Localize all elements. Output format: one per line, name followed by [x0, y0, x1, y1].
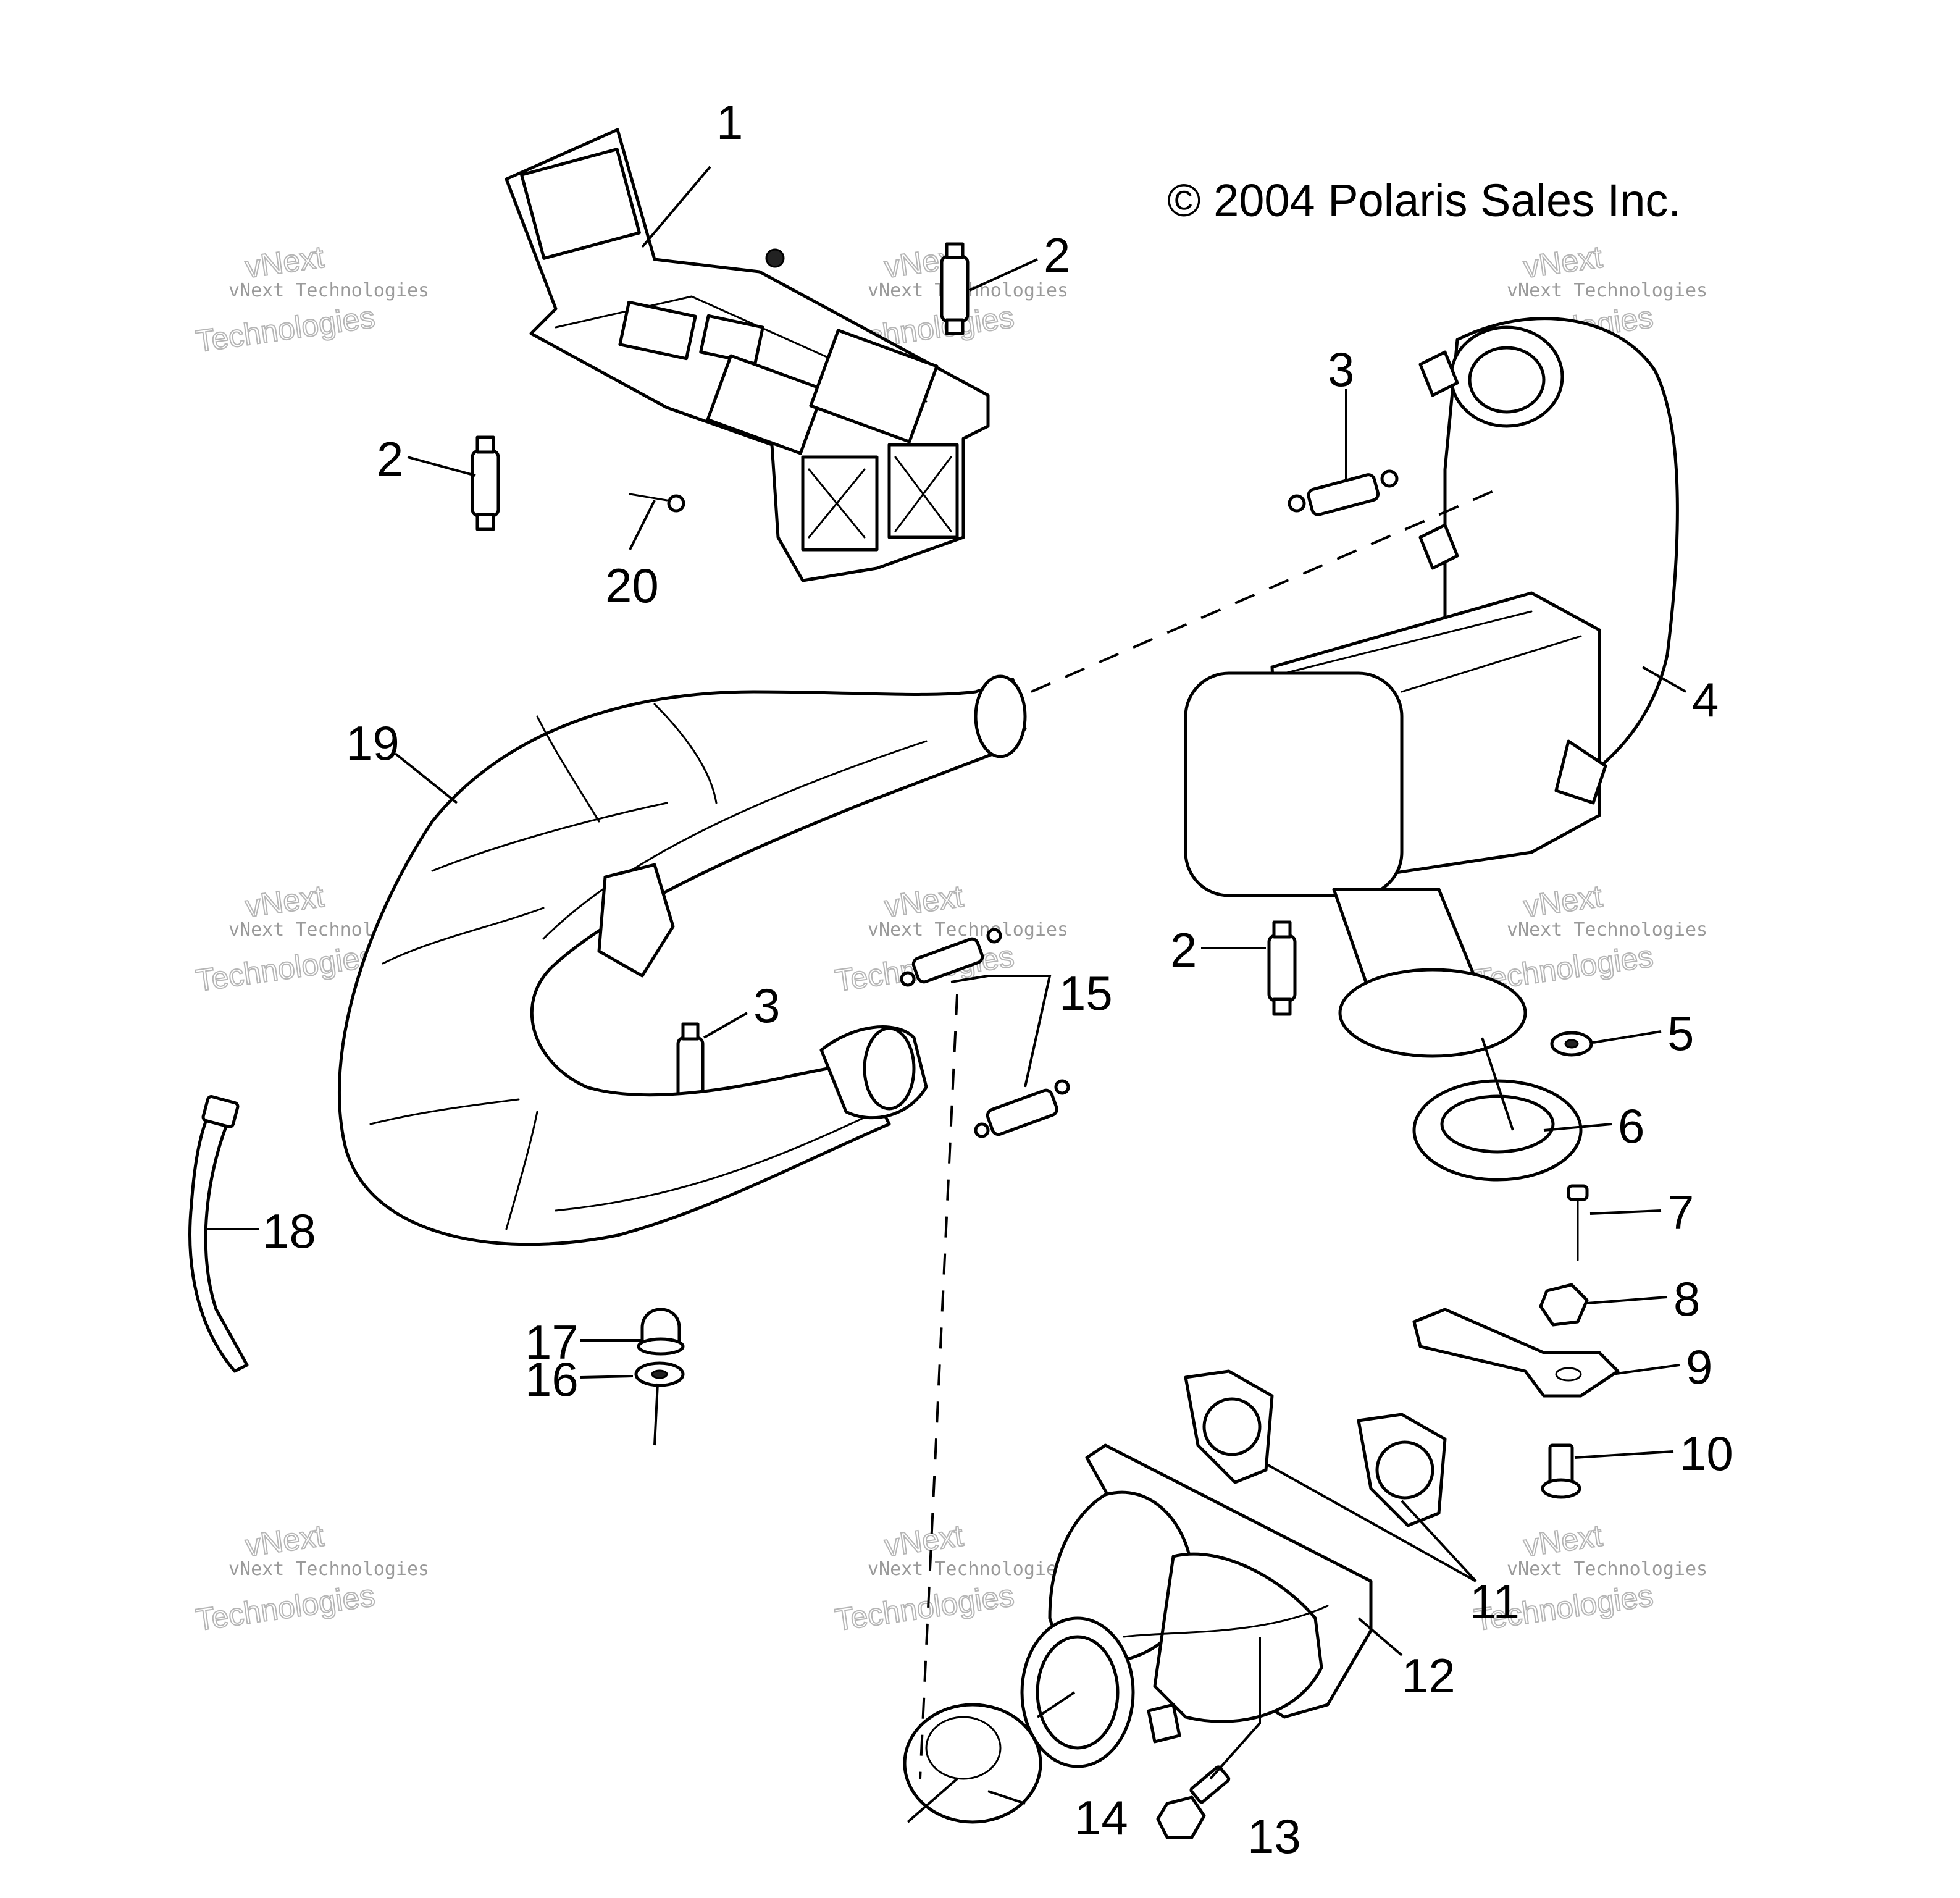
watermark-text: vNext [243, 240, 326, 285]
part-2-grommet-right [1267, 920, 1297, 1016]
connection-dash-lower [919, 994, 958, 1779]
part-13-bolt [1156, 1765, 1231, 1839]
callout-8: 8 [1673, 1272, 1700, 1326]
watermark-text: Technologies [833, 1578, 1016, 1637]
callout-14: 14 [1074, 1791, 1128, 1845]
callout-2-left: 2 [377, 432, 403, 486]
part-2-grommet-top [940, 242, 970, 335]
part-1-bracket [505, 128, 990, 582]
part-14-seal [903, 1703, 1042, 1824]
watermark-bottom-left: vNext Technologies vNext Technologies [193, 1518, 429, 1638]
watermark-text: vNext [1522, 1518, 1604, 1563]
part-15-spring-upper [900, 928, 1002, 987]
part-6-gasket [1412, 1079, 1583, 1182]
connection-dash-upper [1031, 487, 1501, 693]
callout-19: 19 [346, 716, 400, 770]
watermark-text: vNext Technologies [228, 1558, 429, 1580]
callout-1: 1 [716, 95, 743, 149]
copyright-text: © 2004 Polaris Sales Inc. [1167, 175, 1681, 226]
watermark-text: vNext Technologies [868, 919, 1068, 941]
part-10-bolt [1541, 1443, 1581, 1499]
part-17-cap [637, 1308, 685, 1356]
part-4-muffler [1184, 317, 1679, 1058]
callout-20: 20 [605, 558, 659, 613]
watermark-text: Technologies [194, 939, 377, 998]
callout-4: 4 [1692, 673, 1719, 727]
watermark-text: vNext Technologies [1507, 1558, 1707, 1580]
part-2-grommet-left [471, 435, 500, 531]
callout-3-center: 3 [753, 978, 780, 1033]
part-9-bracket [1412, 1308, 1620, 1398]
callout-18: 18 [262, 1204, 316, 1258]
watermark-text: vNext [243, 879, 326, 924]
callout-13: 13 [1247, 1809, 1301, 1863]
watermark-text: Technologies [194, 300, 377, 359]
watermark-text: vNext [1522, 240, 1604, 285]
callout-labels: 1 2 2 2 3 3 4 5 6 7 8 9 10 11 12 13 14 1… [262, 95, 1733, 1863]
watermark-text: vNext Technologies [228, 280, 429, 301]
leader-lines [204, 166, 1686, 1823]
watermark-mid-center: vNext Technologies vNext Technologies [832, 878, 1068, 999]
watermark-top-left: vNext Technologies vNext Technologies [193, 239, 429, 359]
watermark-mid-right: vNext Technologies vNext Technologies [1472, 878, 1707, 999]
watermark-bottom-center: vNext Technologies vNext Technologies [832, 1518, 1068, 1638]
watermark-text: vNext [1522, 879, 1604, 924]
callout-15: 15 [1059, 966, 1113, 1020]
watermark-text: vNext Technologies [868, 1558, 1068, 1580]
watermark-text: vNext Technologies [1507, 919, 1707, 941]
callout-3-top: 3 [1328, 342, 1354, 397]
part-18-strap [188, 1095, 249, 1373]
callout-5: 5 [1667, 1006, 1694, 1060]
callout-7: 7 [1667, 1185, 1694, 1240]
callout-6: 6 [1618, 1099, 1644, 1153]
part-8-nut [1539, 1283, 1589, 1327]
part-3-spring-top [1288, 469, 1399, 516]
part-20-pin [629, 493, 685, 513]
part-15-spring-lower [974, 1079, 1070, 1138]
watermark-text: vNext Technologies [1507, 280, 1707, 301]
watermark-text: vNext [243, 1518, 326, 1563]
callout-2-top: 2 [1044, 228, 1070, 282]
callout-2-right: 2 [1170, 923, 1197, 977]
part-16-washer [634, 1361, 685, 1387]
callout-16: 16 [525, 1352, 579, 1406]
callout-17: 17 [525, 1315, 579, 1369]
callout-12: 12 [1402, 1648, 1455, 1703]
part-7-bolt [1567, 1184, 1589, 1261]
part-11-gasket-left [1184, 1369, 1274, 1484]
part-11-gasket-right [1357, 1413, 1447, 1527]
part-19-expansion-chamber [338, 674, 1027, 1246]
watermark-text: vNext [882, 879, 965, 924]
watermark-text: Technologies [194, 1578, 377, 1637]
callout-10: 10 [1680, 1426, 1733, 1480]
callout-9: 9 [1686, 1340, 1712, 1394]
part-5-washer [1550, 1031, 1593, 1057]
callout-11: 11 [1470, 1574, 1520, 1629]
part-12-manifold [1020, 1443, 1373, 1768]
watermark-text: vNext [882, 1518, 965, 1563]
